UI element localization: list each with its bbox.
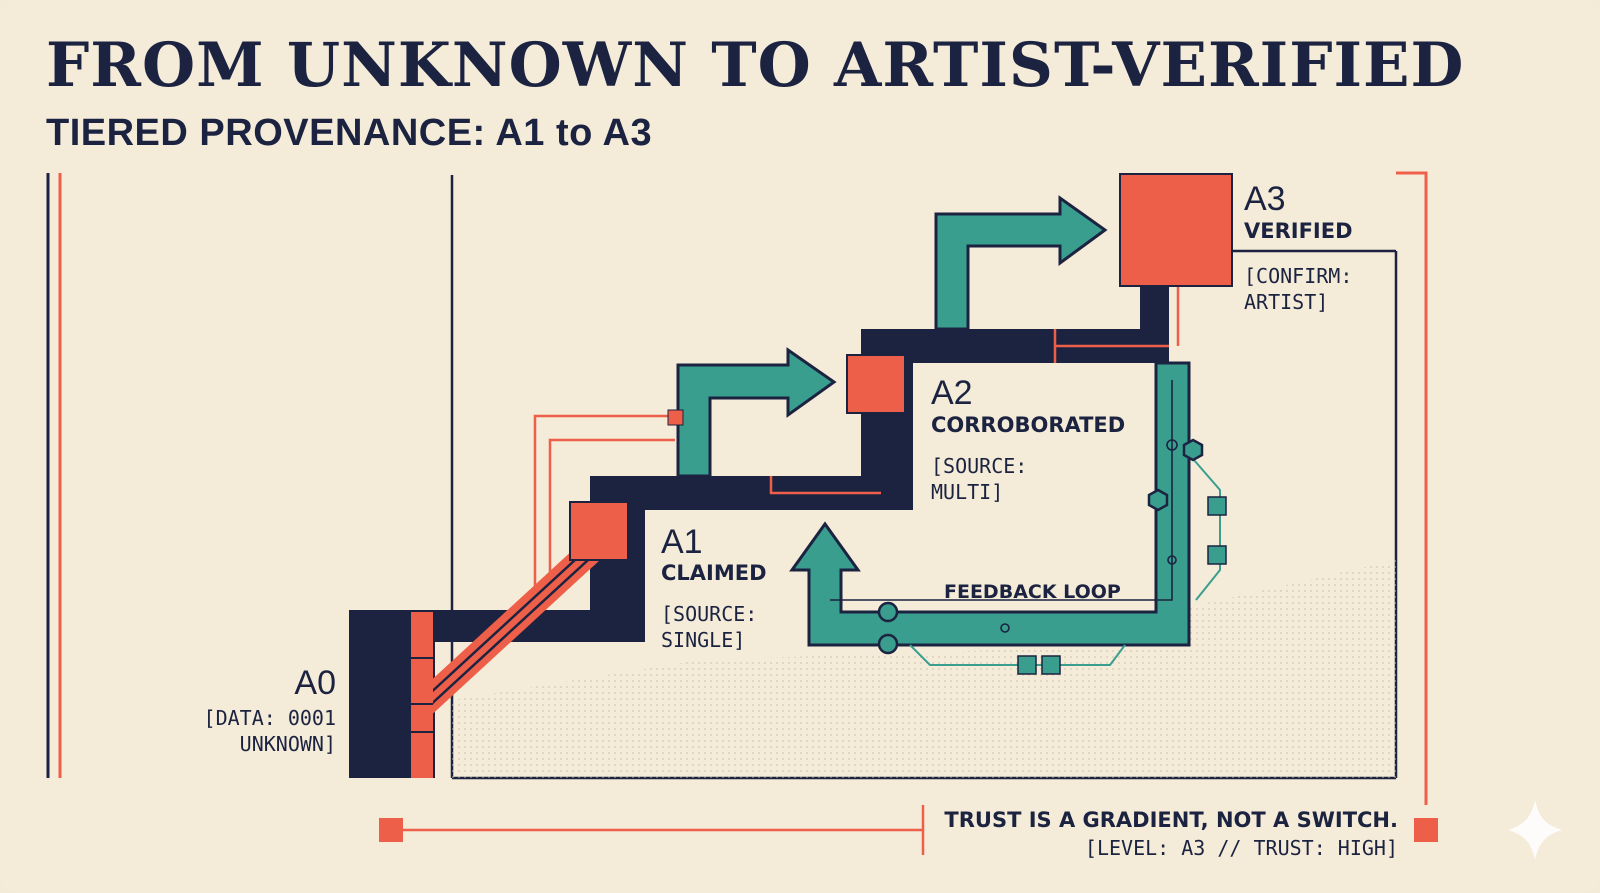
node-a2 [846, 354, 906, 414]
tier-a0-detail-2: UNKNOWN] [240, 732, 336, 756]
tier-a2-state: CORROBORATED [931, 413, 1125, 437]
node-a1 [569, 501, 629, 561]
tier-a3-detail-2: ARTIST] [1244, 290, 1328, 314]
tier-nodes [569, 173, 1233, 561]
arrow-a2-to-a3 [934, 195, 1108, 331]
tier-a1-state: CLAIMED [661, 561, 767, 585]
footer-rule [379, 805, 1438, 855]
page-subtitle: TIERED PROVENANCE: A1 to A3 [46, 112, 653, 154]
teal-arrows [676, 195, 1108, 478]
page-title: FROM UNKNOWN TO ARTIST-VERIFIED [46, 30, 1465, 101]
coral-ramp [411, 525, 601, 778]
tier-a2-id: A2 [931, 374, 973, 412]
tier-a2-detail-2: MULTI] [931, 480, 1003, 504]
tier-a3-state: VERIFIED [1244, 219, 1353, 243]
tier-a1-id: A1 [661, 523, 703, 561]
tier-a0-id: A0 [294, 664, 336, 702]
feedback-loop-label: FEEDBACK LOOP [944, 581, 1121, 603]
arrow-a1-to-a2 [676, 347, 837, 478]
node-a3 [1119, 173, 1233, 287]
tier-a1-detail-1: [SOURCE: [661, 602, 757, 626]
tier-a1-detail-2: SINGLE] [661, 628, 745, 652]
tier-a3-detail-1: [CONFIRM: [1244, 264, 1352, 288]
coral-wires [533, 280, 1180, 595]
tier-a2-detail-1: [SOURCE: [931, 454, 1027, 478]
tier-a0-detail-1: [DATA: 0001 [204, 706, 336, 730]
footer-status: [LEVEL: A3 // TRUST: HIGH] [1085, 836, 1398, 860]
feedback-loop [789, 361, 1227, 675]
footer-tagline: TRUST IS A GRADIENT, NOT A SWITCH. [944, 808, 1398, 832]
node-small [667, 409, 684, 426]
sparkle-icon [1508, 800, 1562, 860]
tier-a3-id: A3 [1244, 180, 1286, 218]
